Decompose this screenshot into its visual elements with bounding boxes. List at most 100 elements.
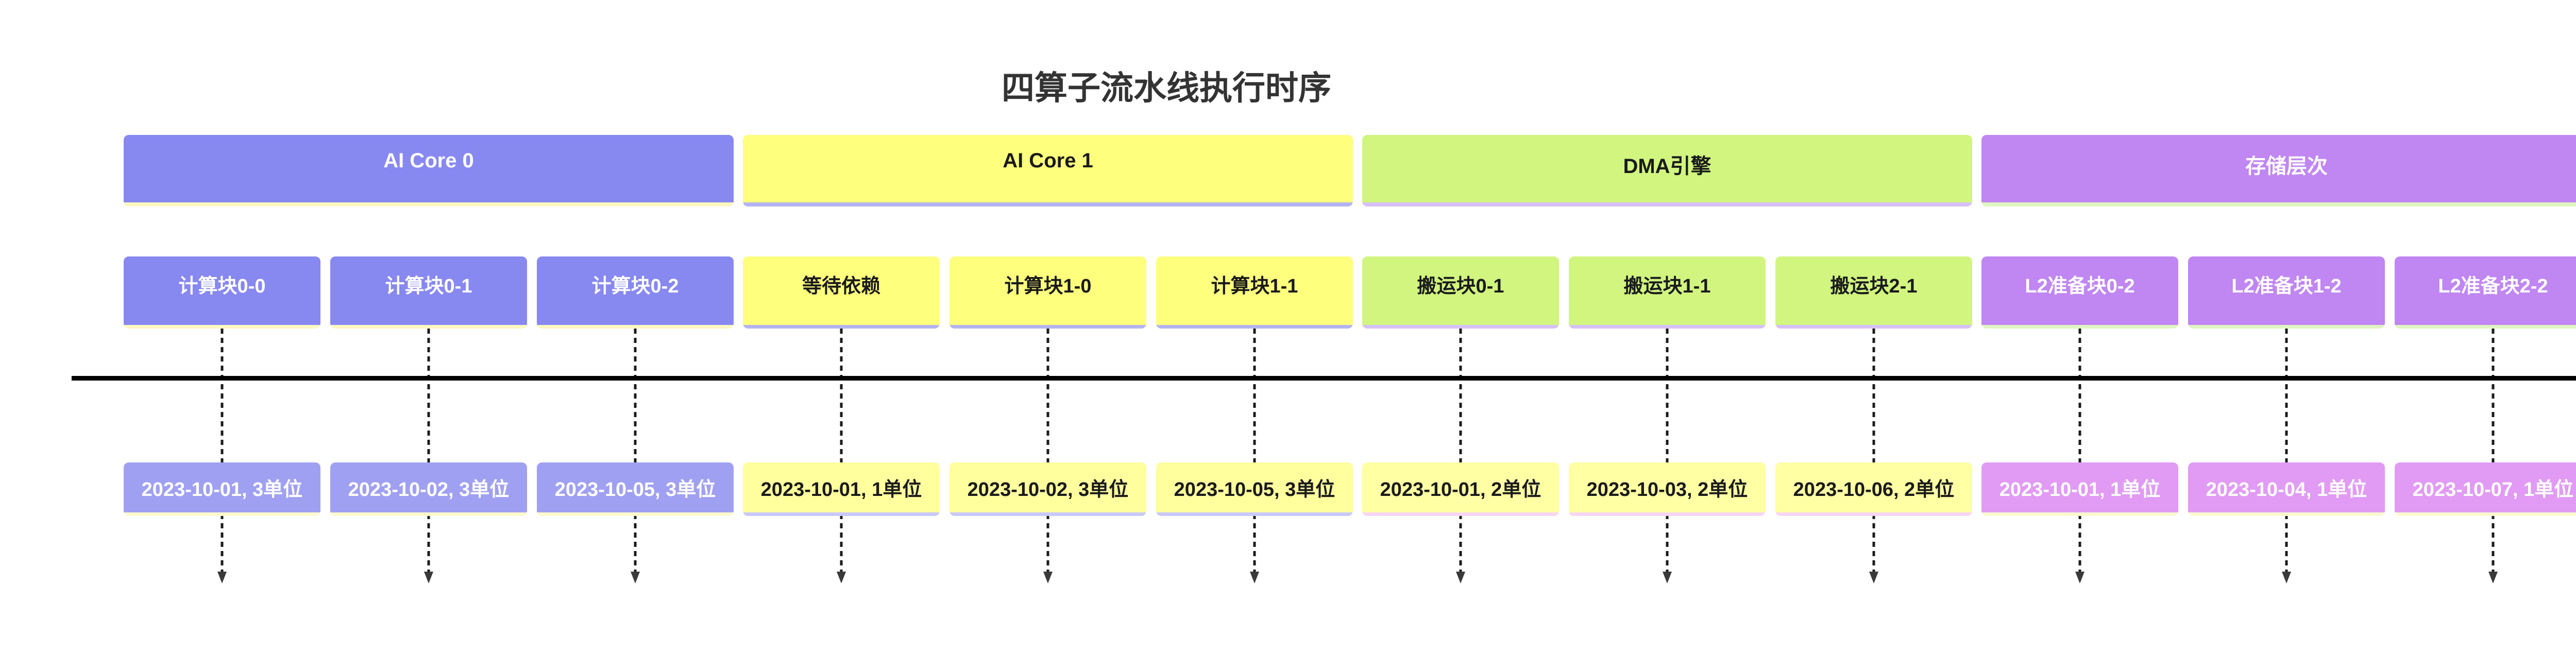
date-shadow <box>124 512 320 516</box>
date-text: 2023-10-05, 3单位 <box>537 462 734 512</box>
task-shadow <box>1156 325 1353 329</box>
task-shadow <box>1569 325 1766 329</box>
timeline-column: 计算块1-0 2023-10-02, 3单位 <box>950 0 1146 654</box>
task-label: 计算块0-2 <box>537 256 734 325</box>
task-block: 搬运块0-1 <box>1362 256 1559 329</box>
section-bar-shadow <box>1362 202 1972 206</box>
date-text: 2023-10-04, 1单位 <box>2188 462 2385 512</box>
down-arrowhead-icon <box>217 572 227 583</box>
task-label: 等待依赖 <box>743 256 940 325</box>
dashed-connector <box>1459 329 1462 572</box>
dashed-connector <box>2078 329 2081 572</box>
section-bar-shadow <box>124 202 734 206</box>
task-shadow <box>2395 325 2576 329</box>
timeline-column: 搬运块0-1 2023-10-01, 2单位 <box>1362 0 1559 654</box>
date-shadow <box>950 512 1146 516</box>
task-label: 计算块0-1 <box>330 256 527 325</box>
date-label: 2023-10-01, 3单位 <box>124 462 320 516</box>
task-label: 搬运块2-1 <box>1775 256 1972 325</box>
task-label: 计算块0-0 <box>124 256 320 325</box>
date-shadow <box>743 512 940 516</box>
task-label: 搬运块0-1 <box>1362 256 1559 325</box>
date-text: 2023-10-02, 3单位 <box>330 462 527 512</box>
date-shadow <box>1362 512 1559 516</box>
date-label: 2023-10-05, 3单位 <box>537 462 734 516</box>
section-bar-shadow <box>1981 202 2576 206</box>
date-text: 2023-10-02, 3单位 <box>950 462 1146 512</box>
date-shadow <box>1569 512 1766 516</box>
task-shadow <box>330 325 527 329</box>
down-arrowhead-icon <box>1663 572 1672 583</box>
dashed-connector <box>1253 329 1256 572</box>
date-label: 2023-10-04, 1单位 <box>2188 462 2385 516</box>
task-shadow <box>743 325 940 329</box>
date-label: 2023-10-01, 1单位 <box>743 462 940 516</box>
date-text: 2023-10-03, 2单位 <box>1569 462 1766 512</box>
down-arrowhead-icon <box>1250 572 1259 583</box>
down-arrowhead-icon <box>1456 572 1465 583</box>
task-block: 搬运块1-1 <box>1569 256 1766 329</box>
dashed-connector <box>2285 329 2288 572</box>
timeline-column: 计算块0-0 2023-10-01, 3单位 <box>124 0 320 654</box>
task-block: 计算块1-0 <box>950 256 1146 329</box>
date-shadow <box>1775 512 1972 516</box>
task-block: 等待依赖 <box>743 256 940 329</box>
task-block: 计算块0-0 <box>124 256 320 329</box>
down-arrowhead-icon <box>2488 572 2498 583</box>
timeline-axis <box>72 376 2576 381</box>
date-shadow <box>1981 512 2178 516</box>
dashed-connector <box>1046 329 1049 572</box>
task-shadow <box>124 325 320 329</box>
task-label: 计算块1-1 <box>1156 256 1353 325</box>
timeline-column: L2准备块0-2 2023-10-01, 1单位 <box>1981 0 2178 654</box>
task-shadow <box>1362 325 1559 329</box>
task-block: 计算块0-1 <box>330 256 527 329</box>
date-label: 2023-10-03, 2单位 <box>1569 462 1766 516</box>
date-shadow <box>2188 512 2385 516</box>
down-arrowhead-icon <box>1869 572 1878 583</box>
timeline-column: L2准备块1-2 2023-10-04, 1单位 <box>2188 0 2385 654</box>
task-block: 搬运块2-1 <box>1775 256 1972 329</box>
date-label: 2023-10-01, 2单位 <box>1362 462 1559 516</box>
dashed-connector <box>840 329 843 572</box>
task-label: L2准备块2-2 <box>2395 256 2576 325</box>
timeline-column: 搬运块1-1 2023-10-03, 2单位 <box>1569 0 1766 654</box>
dashed-connector <box>2492 329 2495 572</box>
date-text: 2023-10-01, 2单位 <box>1362 462 1559 512</box>
task-block: L2准备块0-2 <box>1981 256 2178 329</box>
task-block: 计算块0-2 <box>537 256 734 329</box>
date-label: 2023-10-05, 3单位 <box>1156 462 1353 516</box>
date-text: 2023-10-01, 1单位 <box>1981 462 2178 512</box>
timeline-column: 计算块0-2 2023-10-05, 3单位 <box>537 0 734 654</box>
task-shadow <box>537 325 734 329</box>
down-arrowhead-icon <box>2282 572 2291 583</box>
section-bar-shadow <box>743 202 1353 206</box>
date-label: 2023-10-02, 3单位 <box>330 462 527 516</box>
timeline-column: L2准备块2-2 2023-10-07, 1单位 <box>2395 0 2576 654</box>
task-shadow <box>950 325 1146 329</box>
task-block: L2准备块1-2 <box>2188 256 2385 329</box>
down-arrowhead-icon <box>424 572 433 583</box>
dashed-connector <box>221 329 224 572</box>
section-header-dma: DMA引擎 <box>1362 135 1972 206</box>
task-block: L2准备块2-2 <box>2395 256 2576 329</box>
section-label: DMA引擎 <box>1362 135 1972 202</box>
task-label: L2准备块1-2 <box>2188 256 2385 325</box>
date-shadow <box>2395 512 2576 516</box>
date-shadow <box>1156 512 1353 516</box>
section-header-ai-core-1: AI Core 1 <box>743 135 1353 206</box>
task-shadow <box>1981 325 2178 329</box>
dashed-connector <box>427 329 430 572</box>
diagram-title: 四算子流水线执行时序 <box>1002 70 1331 107</box>
date-text: 2023-10-06, 2单位 <box>1775 462 1972 512</box>
task-label: 搬运块1-1 <box>1569 256 1766 325</box>
timeline-column: 等待依赖 2023-10-01, 1单位 <box>743 0 940 654</box>
down-arrowhead-icon <box>631 572 640 583</box>
task-shadow <box>1775 325 1972 329</box>
date-label: 2023-10-02, 3单位 <box>950 462 1146 516</box>
timeline-column: 计算块1-1 2023-10-05, 3单位 <box>1156 0 1353 654</box>
section-header-memory: 存储层次 <box>1981 135 2576 206</box>
timeline-column: 搬运块2-1 2023-10-06, 2单位 <box>1775 0 1972 654</box>
timeline-column: 计算块0-1 2023-10-02, 3单位 <box>330 0 527 654</box>
